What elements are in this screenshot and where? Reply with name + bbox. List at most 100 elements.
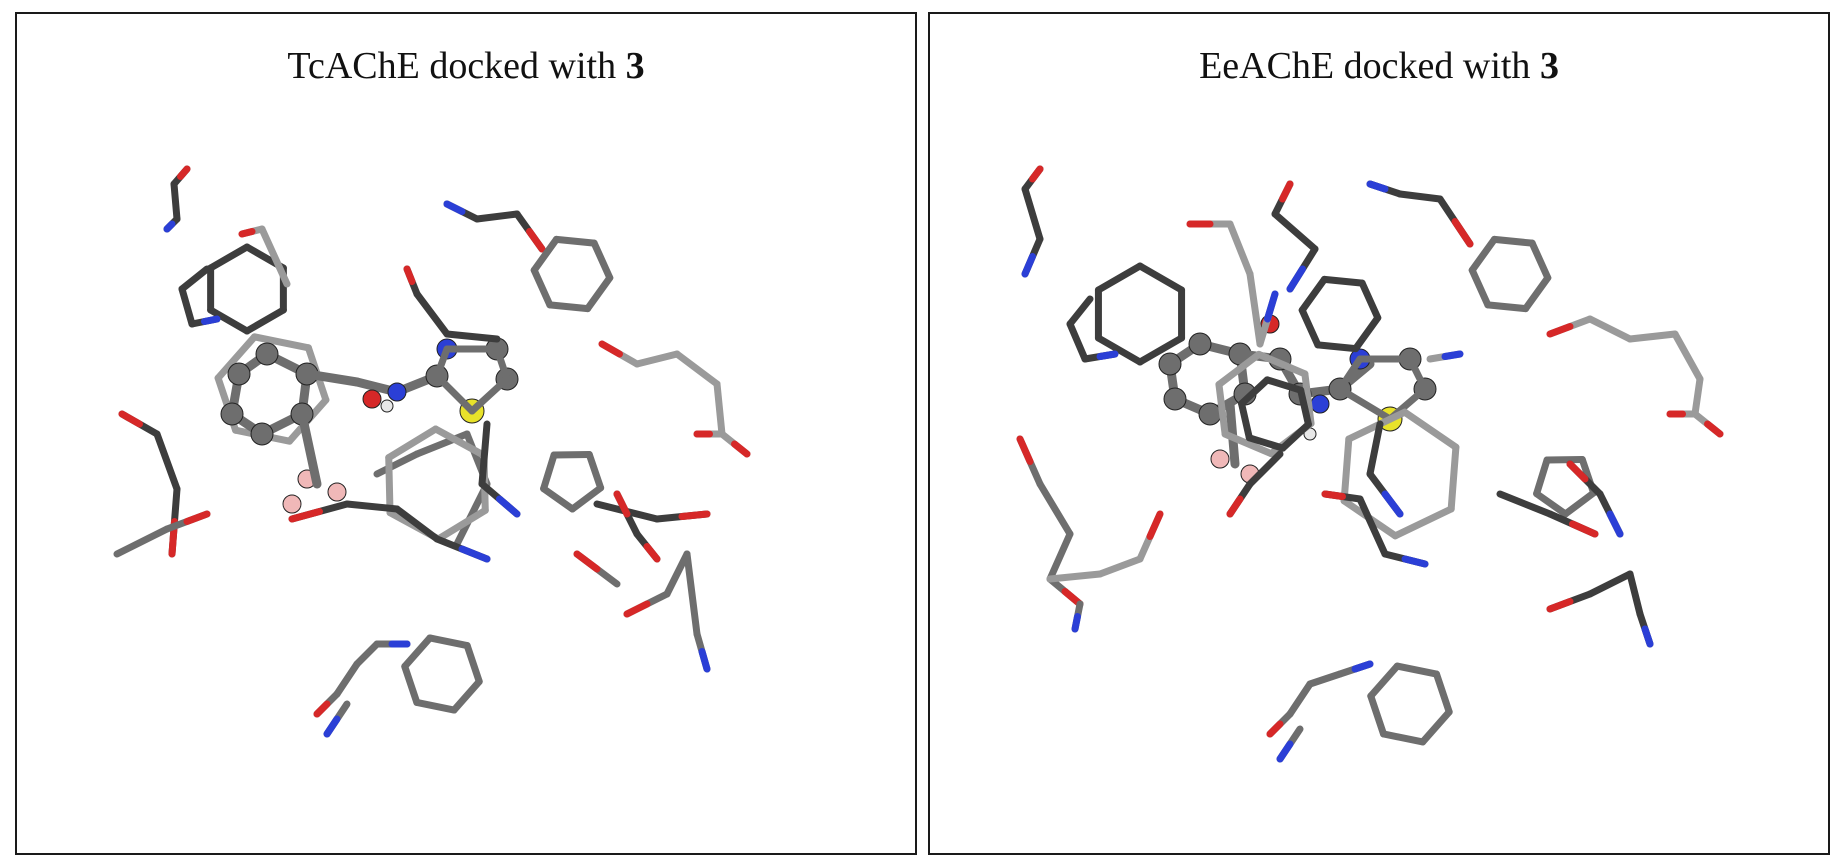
heteroatom-bond: [1569, 520, 1599, 538]
bond: [584, 274, 614, 313]
atom: [1210, 449, 1230, 469]
heteroatom-bond: [731, 440, 751, 458]
atom: [220, 402, 244, 426]
bond: [713, 380, 726, 438]
bond: [170, 180, 181, 223]
heteroatom-bond: [1264, 290, 1279, 323]
bond: [552, 235, 598, 247]
atom: [227, 362, 251, 386]
heteroatom-bond: [1351, 660, 1374, 673]
bond: [493, 345, 511, 383]
bond: [1671, 330, 1704, 383]
heteroatom-bond: [698, 648, 711, 673]
bond: [1298, 275, 1328, 314]
bond: [1286, 680, 1314, 718]
heteroatom-bond: [1401, 555, 1429, 568]
bond: [434, 506, 489, 543]
panel-title: TcAChE docked with 3: [17, 44, 915, 88]
bond: [1246, 270, 1264, 348]
bond: [426, 634, 471, 650]
heteroatom-bond: [1381, 490, 1404, 518]
bond: [1094, 334, 1144, 366]
bond: [1021, 185, 1044, 243]
bond: [1238, 376, 1271, 408]
bond: [450, 678, 483, 714]
heteroatom-bond: [1096, 350, 1119, 360]
bond: [1468, 266, 1492, 309]
bond: [1358, 279, 1382, 322]
heteroatom-bond: [643, 543, 661, 563]
atom: [327, 482, 347, 502]
bond: [540, 451, 558, 493]
bond: [1255, 350, 1309, 378]
heteroatom-bond: [1016, 435, 1034, 465]
atom: [250, 422, 274, 446]
bond: [1297, 386, 1312, 428]
heteroatom-bond: [323, 715, 341, 738]
panel-tcache: TcAChE docked with 3: [15, 12, 917, 855]
bond: [463, 642, 483, 686]
bond: [663, 550, 691, 598]
bond: [1533, 456, 1551, 498]
bond: [1136, 334, 1186, 366]
bond: [1586, 570, 1634, 598]
heteroatom-bond: [238, 228, 256, 238]
atom: [1158, 352, 1182, 376]
bond: [1226, 220, 1254, 278]
heteroatom-bond: [1441, 350, 1464, 360]
bond: [385, 454, 394, 517]
heteroatom-bond: [288, 508, 323, 523]
atom: [387, 382, 407, 402]
bond: [473, 210, 521, 223]
heteroatom-bond: [183, 510, 211, 525]
bond: [1046, 570, 1104, 583]
bond: [1691, 375, 1704, 418]
bond: [1215, 350, 1263, 389]
bond: [1396, 190, 1444, 203]
atom: [1163, 387, 1187, 411]
heteroatom-bond: [1321, 490, 1346, 500]
bond: [432, 425, 488, 459]
bond: [243, 306, 287, 335]
heteroatom-bond: [1704, 420, 1724, 438]
bond: [1401, 408, 1460, 451]
bond: [1432, 670, 1453, 716]
bond: [413, 290, 451, 338]
bond: [1626, 570, 1644, 618]
bond: [585, 450, 605, 492]
bond: [302, 369, 362, 387]
bond: [401, 634, 434, 670]
bond: [568, 484, 605, 513]
molecular-scene-eeache: [1016, 165, 1724, 763]
bond: [343, 500, 401, 513]
bond: [1533, 490, 1569, 518]
bond: [468, 375, 511, 415]
bond: [1298, 306, 1322, 349]
heteroatom-bond: [1226, 495, 1244, 518]
bond: [1352, 314, 1382, 353]
bond: [1238, 400, 1253, 442]
bond: [1136, 262, 1186, 294]
bond: [1561, 489, 1598, 518]
heteroatom-bond: [1021, 253, 1036, 278]
bond: [413, 698, 458, 714]
bond: [1367, 692, 1388, 738]
heteroatom-bond: [1606, 510, 1624, 538]
bond: [1245, 434, 1287, 452]
bond: [1336, 385, 1394, 423]
bond: [1066, 320, 1089, 363]
heteroatom-bond: [573, 550, 601, 573]
heteroatom-bond: [163, 220, 176, 233]
bond: [1046, 530, 1074, 583]
heteroatom-bond: [403, 265, 416, 285]
heteroatom-bond: [1366, 180, 1389, 193]
heteroatom-bond: [118, 410, 143, 428]
bond: [113, 525, 171, 558]
bond: [1419, 708, 1453, 746]
bond: [1522, 274, 1552, 313]
atom: [1310, 394, 1330, 414]
ligand-number: 3: [1539, 45, 1559, 87]
bond: [153, 430, 181, 493]
heteroatom-bond: [1266, 720, 1284, 738]
bond: [258, 225, 291, 288]
